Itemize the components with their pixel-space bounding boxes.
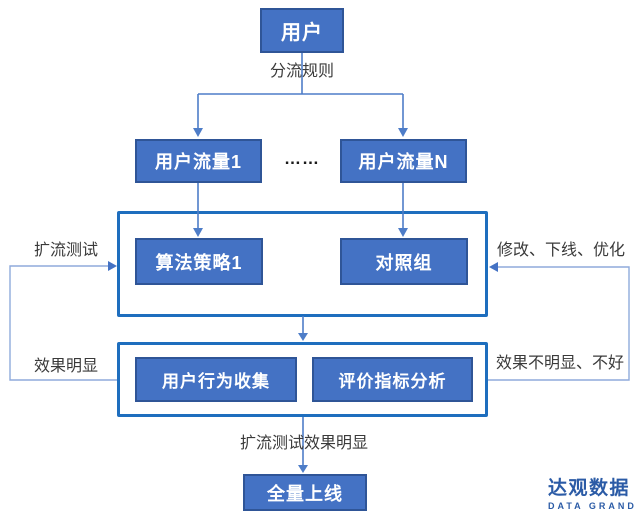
node-user: 用户 — [260, 8, 344, 53]
label-effect-not-obvious: 效果不明显、不好 — [495, 355, 624, 372]
node-algorithm-strategy-1: 算法策略1 — [135, 238, 263, 285]
ellipsis-dots: …… — [284, 149, 320, 168]
label-split-rule: 分流规则 — [269, 63, 334, 80]
label-effect-obvious: 效果明显 — [33, 358, 98, 375]
node-control-group: 对照组 — [340, 238, 468, 285]
container-test-groups — [117, 211, 488, 317]
label-expand-test-effect-obvious: 扩流测试效果明显 — [239, 435, 368, 452]
container-evaluation — [117, 342, 488, 417]
node-full-launch: 全量上线 — [243, 474, 367, 511]
datagrand-logo: 达观数据 DATA GRAND — [548, 478, 637, 511]
node-user-behavior-collection: 用户行为收集 — [135, 357, 297, 402]
node-user-flow-n: 用户流量N — [340, 139, 467, 183]
label-modify-offline-optimize: 修改、下线、优化 — [496, 242, 625, 259]
logo-subtitle: DATA GRAND — [548, 501, 637, 511]
node-user-flow-1: 用户流量1 — [135, 139, 262, 183]
logo-title: 达观数据 — [548, 478, 631, 499]
label-expand-test: 扩流测试 — [33, 242, 98, 259]
node-metric-analysis: 评价指标分析 — [312, 357, 473, 402]
